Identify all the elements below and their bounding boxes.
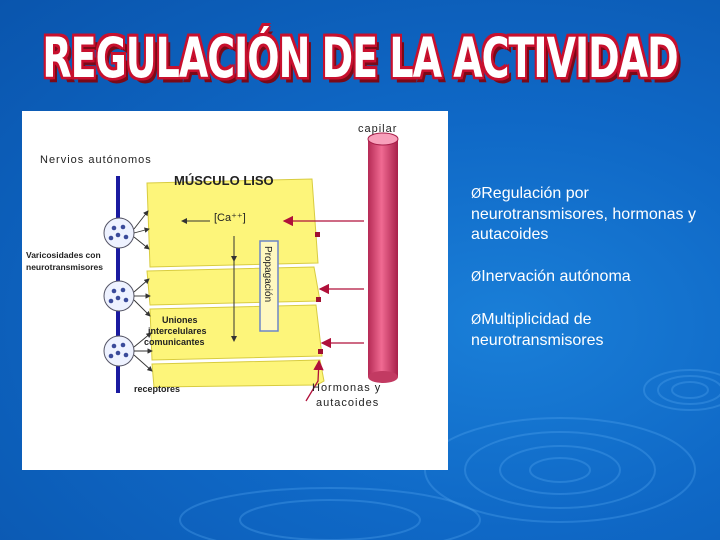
bullet-text: Inervación autónoma bbox=[481, 268, 631, 285]
slide-title: REGULACIÓN DE LA ACTIVIDAD bbox=[42, 26, 678, 90]
smooth-muscle-label: MÚSCULO LISO bbox=[174, 173, 274, 188]
bullet-arrow-icon: Ø bbox=[471, 270, 482, 285]
bullet-list: ØRegulación por neurotransmisores, hormo… bbox=[471, 184, 711, 373]
propagation-label: Propagación bbox=[262, 246, 273, 302]
receptors-label: receptores bbox=[134, 384, 180, 394]
hormones-label-1: Hormonas y bbox=[312, 382, 381, 394]
capillary bbox=[368, 139, 398, 377]
varicosities-label-2: neurotransmisores bbox=[26, 262, 103, 272]
bullet-item: ØRegulación por neurotransmisores, hormo… bbox=[471, 184, 711, 245]
bullet-arrow-icon: Ø bbox=[471, 187, 482, 202]
bullet-arrow-icon: Ø bbox=[471, 313, 482, 328]
varicosities-label-1: Varicosidades con bbox=[26, 250, 101, 260]
hormones-label-2: autacoides bbox=[316, 397, 379, 409]
propagation-box bbox=[259, 240, 279, 332]
bullet-item: ØMultiplicidad de neurotransmisores bbox=[471, 310, 711, 351]
bullet-text: Multiplicidad de neurotransmisores bbox=[471, 311, 604, 349]
bullet-text: Regulación por neurotransmisores, hormon… bbox=[471, 185, 696, 243]
gap-junctions-label-3: comunicantes bbox=[144, 337, 205, 347]
gap-junctions-label-1: Uniones bbox=[162, 315, 198, 325]
muscle-cells bbox=[146, 178, 325, 388]
varicosities bbox=[103, 217, 135, 367]
smooth-muscle-diagram: Propagación [Ca⁺⁺] bbox=[22, 111, 448, 470]
autonomic-nerves-label: Nervios autónomos bbox=[40, 154, 152, 166]
bullet-item: ØInervación autónoma bbox=[471, 267, 711, 288]
calcium-label: [Ca⁺⁺] bbox=[214, 212, 246, 224]
gap-junctions-label-2: intercelulares bbox=[148, 326, 207, 336]
capillary-label: capilar bbox=[358, 123, 397, 135]
